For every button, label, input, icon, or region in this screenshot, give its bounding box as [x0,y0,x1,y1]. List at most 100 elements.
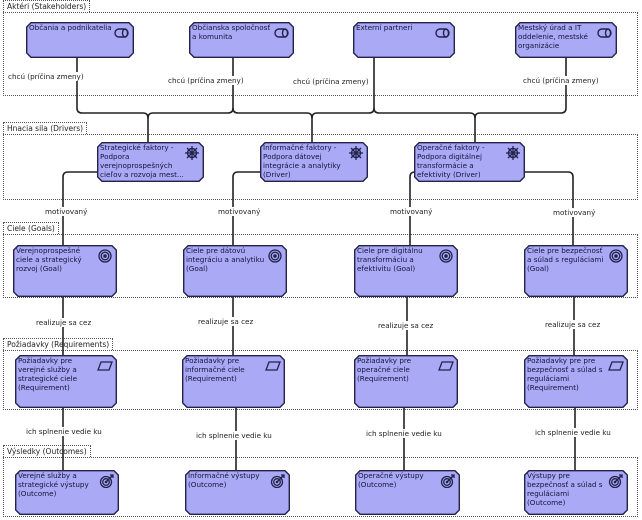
node-shape [354,469,461,515]
node-label: Informačné výstupy (Outcome) [188,471,260,489]
node-shape [14,469,120,515]
outcome-icon [99,473,115,489]
group-label-goals: Ciele (Goals) [3,222,59,234]
node-label: Strategické faktory - Podpora verejnopro… [100,143,184,179]
relation-label-leads-to: ich splnenie vedie ku [26,427,102,436]
stakeholder-node[interactable]: Externí partneri [352,21,456,58]
group-drivers[interactable] [3,134,638,200]
wire-stakeholder-3b[interactable] [373,107,476,142]
relation-label-realizes: realizuje sa cez [545,320,601,329]
requirement-node[interactable]: Požiadavky pre pre bezpečnosť a súlad s … [523,354,629,408]
goal-node[interactable]: Ciele pre digitálnu transformáciu a efek… [353,244,459,297]
wire-stakeholder-3[interactable] [311,58,375,119]
stakeholder-node[interactable]: Mestský úrad a IT oddelenie, mestské org… [514,21,618,58]
goal-target-icon [267,248,283,263]
wire-driver-1-goal-1[interactable] [62,171,97,245]
goal-node[interactable]: Ciele pre dátovú integráciu a analytiku … [182,244,288,297]
driver-node[interactable]: Strategické faktory - Podpora verejnopro… [96,141,205,182]
goal-node[interactable]: Ciele pre bezpečnosť a súlad s regulácia… [523,244,629,297]
node-label: Verejnoprospešné ciele a strategický roz… [16,246,82,273]
group-label-drivers: Hnacia sila (Drivers) [3,122,88,134]
wire-driver-3-goal-4[interactable] [525,171,574,245]
outcome-icon [440,473,456,489]
node-label: Operačné faktory - Podpora digitálnej tr… [417,143,485,179]
wire-stakeholder-4[interactable] [474,58,567,119]
wire-stakeholder-2b[interactable] [232,107,313,142]
node-shape [188,21,295,58]
node-shape [353,354,459,408]
requirement-icon [265,358,281,372]
requirement-icon [608,358,624,372]
node-label: Ciele pre dátovú integráciu a analytiku … [186,246,265,273]
requirement-icon [438,358,454,372]
node-shape [259,141,369,182]
goal-target-icon [438,248,454,263]
role-icon [274,25,290,39]
relation-label-influence: chcú (príčina zmeny) [8,72,84,81]
requirement-icon [97,358,113,372]
node-label: Ciele pre digitálnu transformáciu a efek… [357,246,423,273]
driver-wheel-icon [348,145,364,160]
node-shape [353,244,459,297]
node-shape [523,244,629,297]
outcome-node[interactable]: Informačné výstupy (Outcome) [184,469,291,515]
outcome-icon [608,473,624,489]
relation-label-motivates: motivovaný [390,207,433,216]
role-icon [597,25,613,39]
relation-label-realizes: realizuje sa cez [378,321,434,330]
requirement-node[interactable]: Požiadavky pre operačné ciele (Requireme… [353,354,459,408]
driver-node[interactable]: Operačné faktory - Podpora digitálnej tr… [413,141,526,182]
relation-label-leads-to: ich splnenie vedie ku [366,429,442,438]
node-label: Mestský úrad a IT oddelenie, mestské org… [518,23,588,50]
group-label-stakeholders: Aktéri (Stakeholders) [3,0,91,12]
role-icon [114,25,130,39]
requirement-node[interactable]: Požiadavky pre informačné ciele (Require… [181,354,286,408]
relation-label-motivates: motivovaný [218,207,261,216]
role-icon [435,25,451,39]
node-shape [181,354,286,408]
node-shape [25,21,135,58]
node-label: Operačné výstupy (Outcome) [358,471,424,489]
relation-label-leads-to: ich splnenie vedie ku [535,428,611,437]
node-shape [523,354,629,408]
relation-label-motivates: motivovaný [553,208,596,217]
relation-label-realizes: realizuje sa cez [36,318,92,327]
driver-wheel-icon [505,145,521,160]
goal-target-icon [97,248,113,263]
group-outcomes[interactable] [3,457,638,517]
node-shape [96,141,205,182]
relation-label-influence: chcú (príčina zmeny) [523,76,599,85]
node-label: Ciele pre bezpečnosť a súlad s regulácia… [527,246,604,273]
group-stakeholders[interactable] [3,12,638,96]
node-label: Občianska spoločnosť a komunita [192,23,271,41]
node-label: Požiadavky pre operačné ciele (Requireme… [357,356,412,383]
node-label: Informačné faktory - Podpora dátovej int… [263,143,341,179]
node-shape [523,469,629,515]
node-shape [413,141,526,182]
wire-stakeholder-1[interactable] [76,58,149,142]
outcome-node[interactable]: Operačné výstupy (Outcome) [354,469,461,515]
node-shape [14,354,118,408]
node-shape [352,21,456,58]
node-label: Externí partneri [356,23,413,32]
wire-driver-2-goal-2[interactable] [232,171,260,245]
outcome-node[interactable]: Verejné služby a strategické výstupy (Ou… [14,469,120,515]
node-label: Verejné služby a strategické výstupy (Ou… [18,471,89,498]
group-goals[interactable] [3,234,638,298]
node-label: Požiadavky pre pre bezpečnosť a súlad s … [527,356,603,392]
node-shape [514,21,618,58]
wire-stakeholder-2[interactable] [147,58,234,119]
driver-node[interactable]: Informačné faktory - Podpora dátovej int… [259,141,369,182]
relation-label-leads-to: ich splnenie vedie ku [196,431,272,440]
node-label: Výstupy pre bezpečnosť a súlad s regulác… [527,471,603,507]
relation-label-influence: chcú (príčina zmeny) [293,77,369,86]
requirement-node[interactable]: Požiadavky pre verejné služby a strategi… [14,354,118,408]
node-label: Požiadavky pre informačné ciele (Require… [185,356,245,383]
stakeholder-node[interactable]: Občianska spoločnosť a komunita [188,21,295,58]
goal-target-icon [608,248,624,263]
stakeholder-node[interactable]: Občania a podnikatelia [25,21,135,58]
outcome-node[interactable]: Výstupy pre bezpečnosť a súlad s regulác… [523,469,629,515]
group-requirements[interactable] [3,350,638,410]
goal-node[interactable]: Verejnoprospešné ciele a strategický roz… [12,244,118,297]
